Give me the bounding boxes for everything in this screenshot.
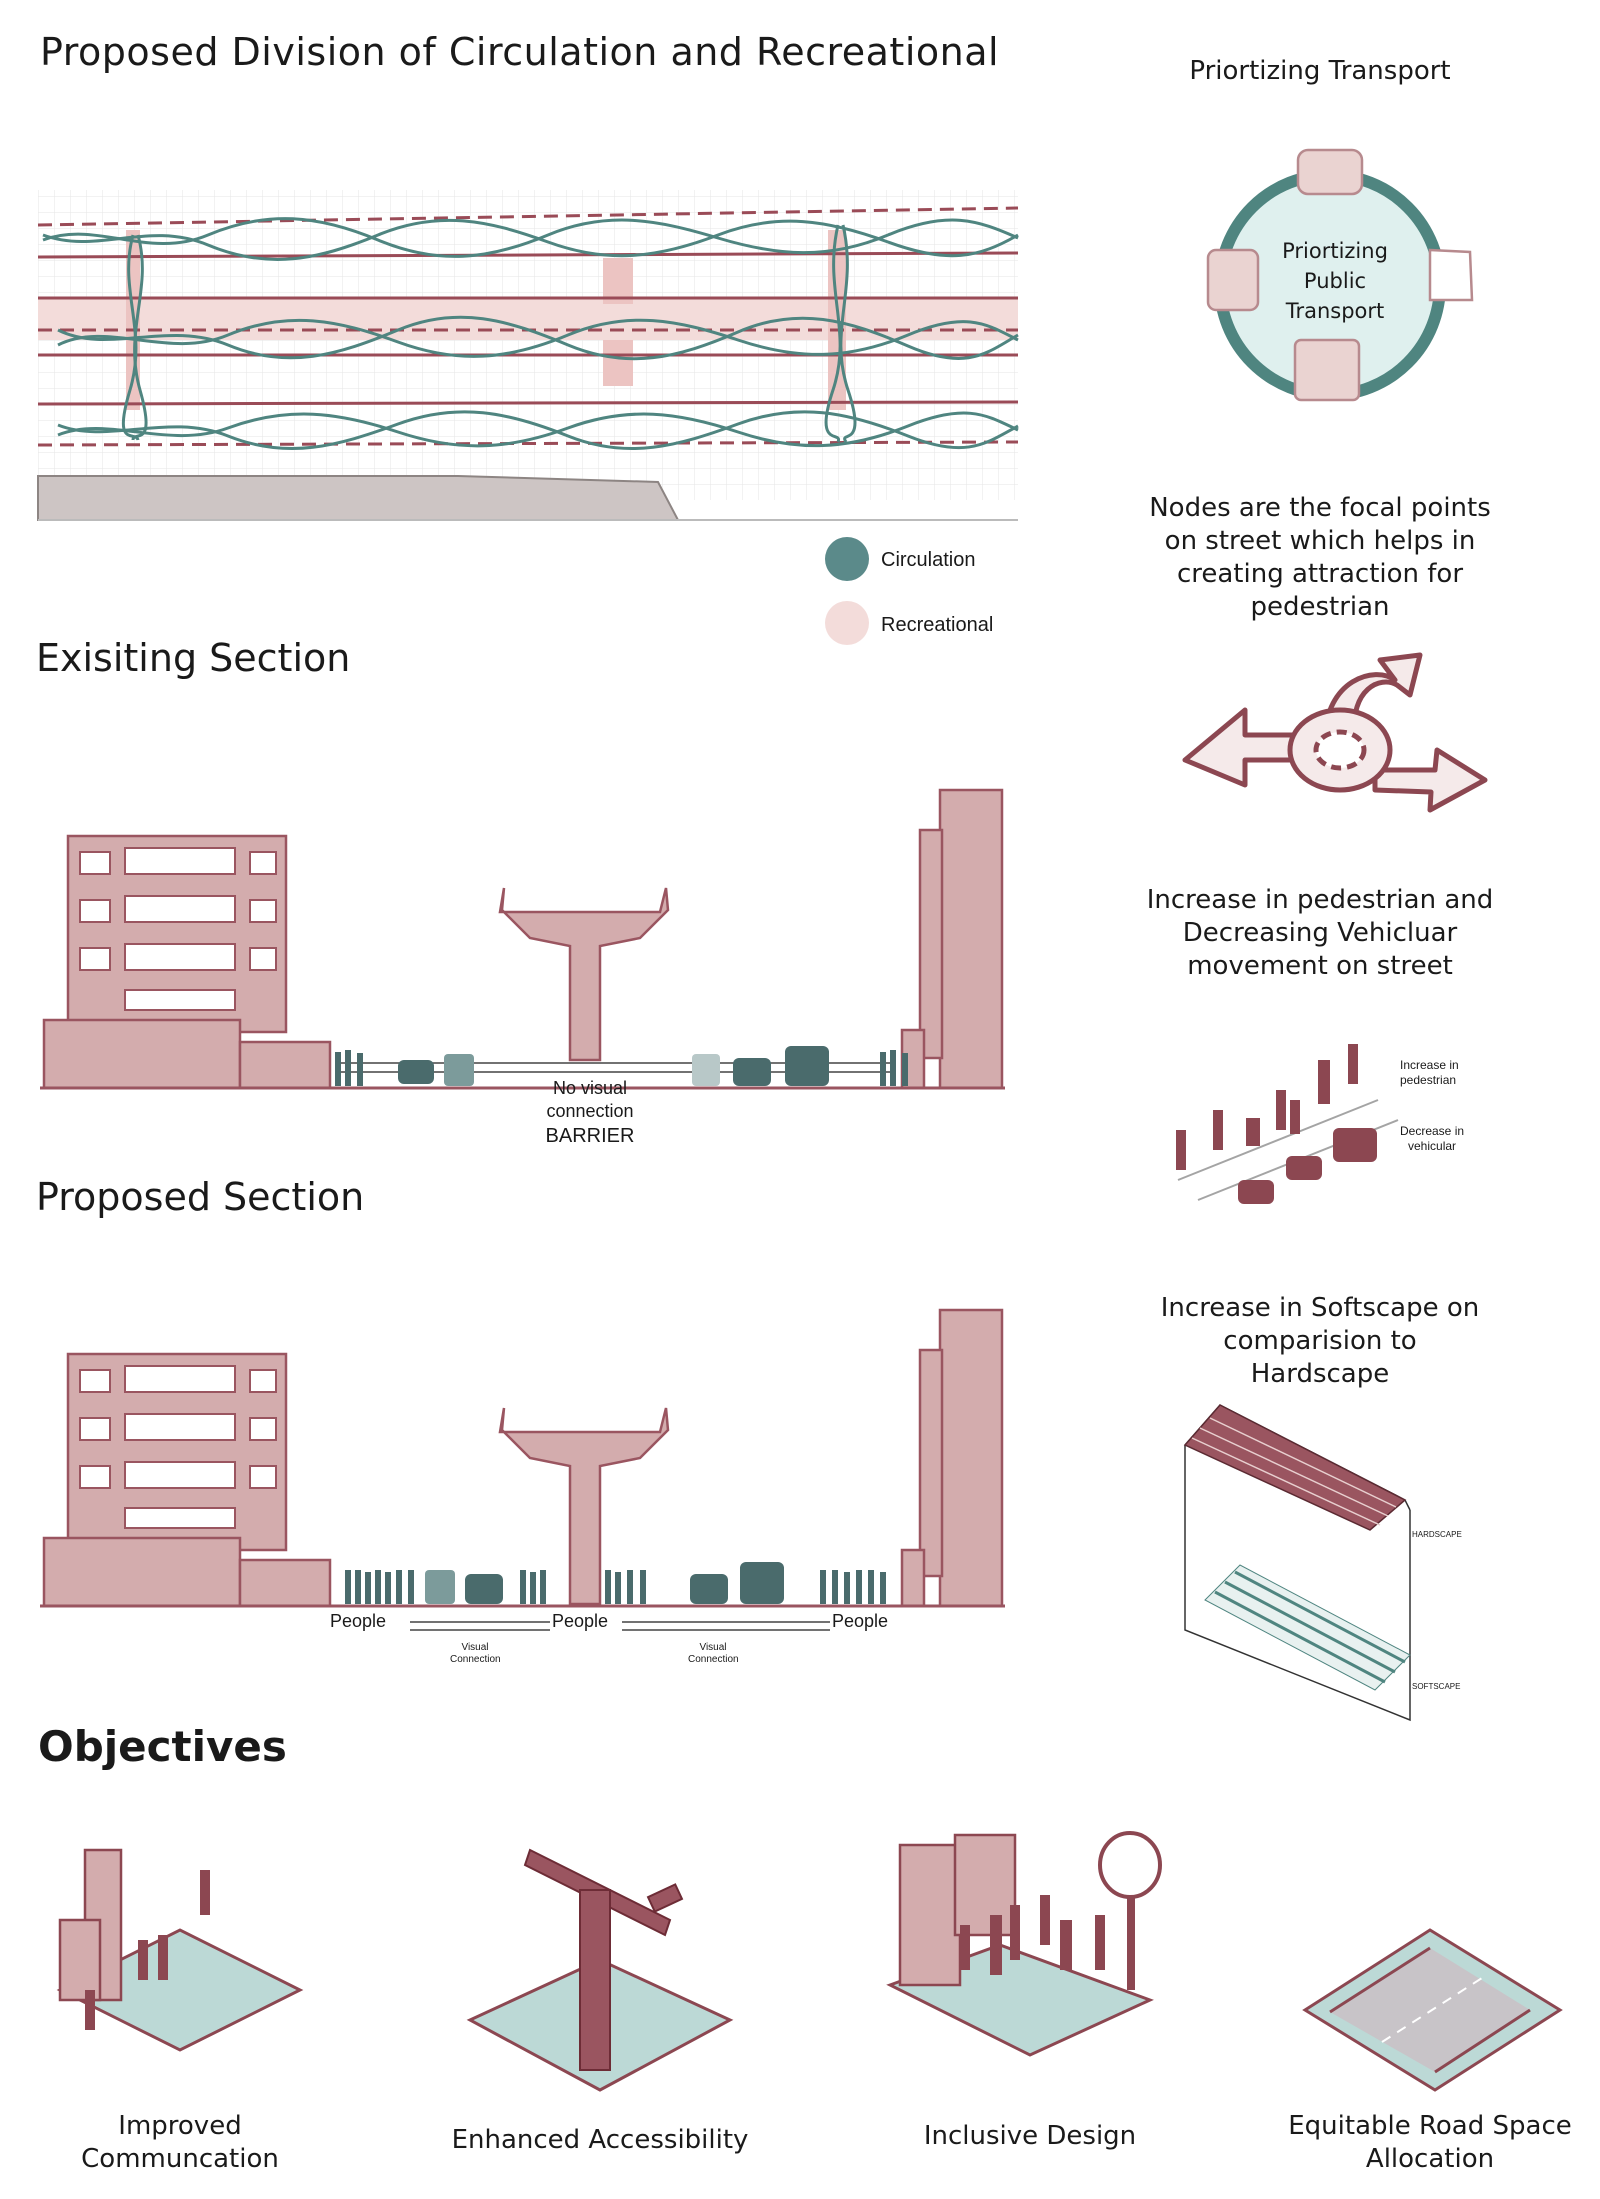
transport-title: Priortizing Transport bbox=[1189, 56, 1451, 86]
people-center-label: People bbox=[552, 1611, 609, 1631]
communication-objective-icon bbox=[56, 1848, 304, 2052]
ped-label-1: Increase in bbox=[1400, 1058, 1459, 1072]
circulation-plan-diagram bbox=[37, 190, 1019, 521]
inclusive-design-objective-icon bbox=[886, 1831, 1162, 2057]
nodes-text: Nodes are the focal points on street whi… bbox=[1149, 493, 1491, 622]
bus-icon bbox=[1293, 338, 1361, 402]
ped-label-2: pedestrian bbox=[1400, 1073, 1457, 1087]
pedestrian-text: Increase in pedestrian and Decreasing Ve… bbox=[1146, 885, 1494, 981]
veh-label-2: vehicular bbox=[1408, 1139, 1457, 1153]
transport-center-text: Priortizing Public Transport bbox=[1282, 239, 1388, 323]
proposed-section-drawing bbox=[40, 1308, 1005, 1631]
visual-word: Visual bbox=[461, 1642, 489, 1653]
objective-label-communication: Improved Communcation bbox=[81, 2111, 279, 2174]
increase-pedestrian-label: Increase in pedestrian bbox=[1400, 1058, 1459, 1088]
softscape-text: Increase in Softscape on comparision to … bbox=[1160, 1293, 1480, 1389]
recreational-legend-swatch bbox=[825, 601, 869, 645]
connection-word: Connection bbox=[688, 1654, 739, 1665]
visual-connection-label-1: Visual Connection bbox=[450, 1642, 501, 1666]
veh-label-1: Decrease in bbox=[1400, 1124, 1465, 1138]
existing-section-title: Exisiting Section bbox=[36, 636, 351, 680]
nodes-arrow-icon bbox=[1182, 652, 1488, 813]
rickshaw-icon bbox=[1428, 248, 1474, 302]
objective-label-road-allocation: Equitable Road Space Allocation bbox=[1288, 2111, 1572, 2174]
softscape-label: SOFTSCAPE bbox=[1412, 1682, 1461, 1691]
circulation-legend-swatch bbox=[825, 537, 869, 581]
objectives-title: Objectives bbox=[38, 1722, 287, 1771]
people-left-label: People bbox=[330, 1611, 387, 1631]
no-visual-label: No visual bbox=[552, 1078, 628, 1098]
visual-word: Visual bbox=[699, 1642, 727, 1653]
connection-word: Connection bbox=[450, 1654, 501, 1665]
hardscape-softscape-diagram bbox=[1183, 1404, 1411, 1722]
existing-section-note: No visual connection BARRIER bbox=[510, 1077, 670, 1148]
barrier-label: BARRIER bbox=[545, 1125, 635, 1147]
hardscape-label: HARDSCAPE bbox=[1412, 1530, 1462, 1539]
car-icon bbox=[1296, 148, 1364, 196]
existing-section-drawing bbox=[40, 788, 1005, 1090]
decrease-vehicular-label: Decrease in vehicular bbox=[1400, 1124, 1464, 1154]
circulation-legend-label: Circulation bbox=[881, 549, 976, 571]
plan-title: Proposed Division of Circulation and Rec… bbox=[40, 30, 1000, 74]
visual-connection-label-2: Visual Connection bbox=[688, 1642, 739, 1666]
pedestrian-vehicle-diagram bbox=[1176, 1044, 1399, 1204]
objective-label-accessibility: Enhanced Accessibility bbox=[451, 2125, 749, 2155]
connection-label: connection bbox=[546, 1101, 634, 1121]
proposed-section-title: Proposed Section bbox=[36, 1175, 365, 1219]
objective-label-inclusive: Inclusive Design bbox=[923, 2121, 1137, 2151]
train-icon bbox=[1206, 248, 1260, 312]
accessibility-objective-icon bbox=[466, 1848, 734, 2092]
transport-circle-diagram bbox=[1206, 148, 1474, 402]
recreational-legend-label: Recreational bbox=[881, 614, 994, 636]
road-allocation-objective-icon bbox=[1302, 1928, 1563, 2092]
people-right-label: People bbox=[832, 1611, 889, 1631]
